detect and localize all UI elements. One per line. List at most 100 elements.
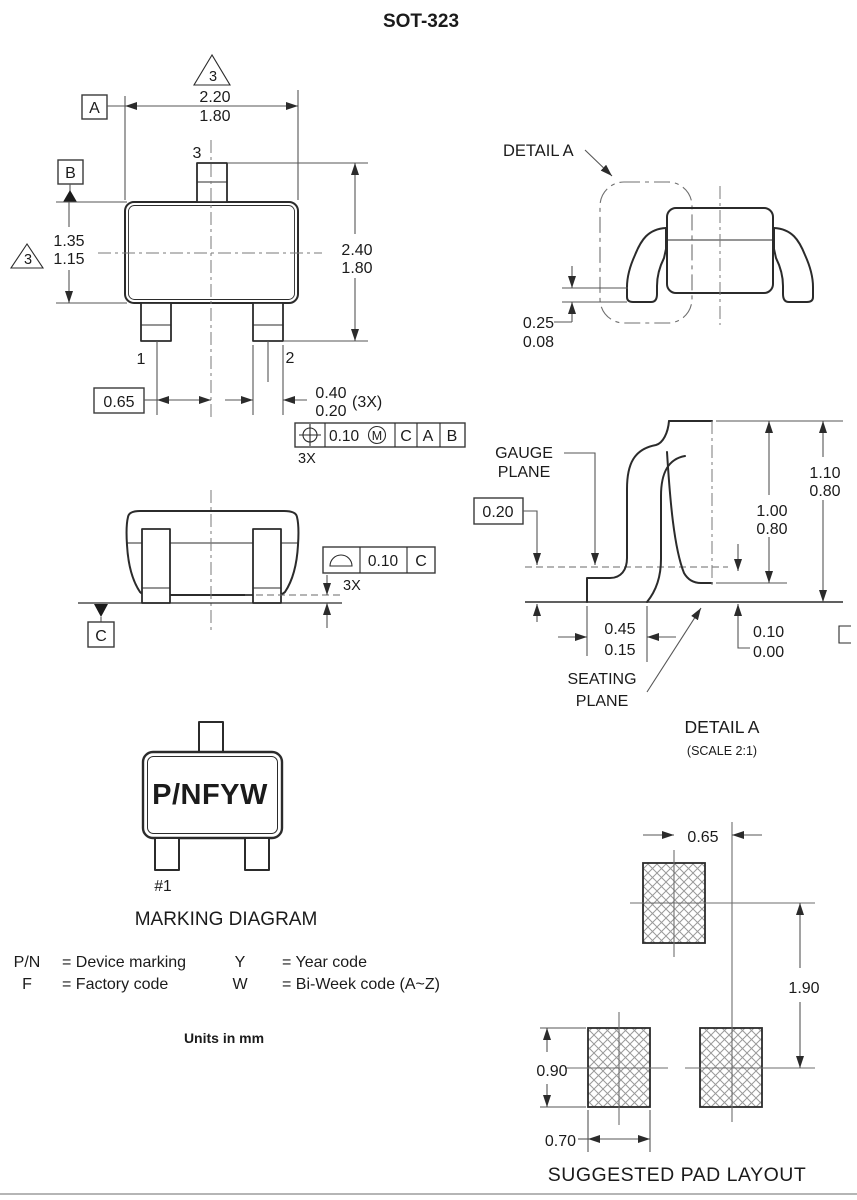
fcf-qty: 3X: [298, 451, 316, 467]
marking-diagram-caption: MARKING DIAGRAM: [135, 909, 318, 930]
leader: [523, 510, 538, 543]
dim-leadw-min: 0.20: [315, 403, 346, 420]
surface-profile-symbol-icon: [329, 554, 353, 567]
detail-a-caption: DETAIL A: [685, 717, 760, 737]
dim-min-standoff-min: 0.00: [753, 644, 784, 661]
front-view: C 0.10 C 3X: [78, 490, 436, 648]
fcf-datum-3: B: [447, 428, 458, 445]
pad-layout-caption: SUGGESTED PAD LAYOUT: [548, 1164, 807, 1186]
datum-a-box: [81, 94, 108, 120]
package-body-inner-line: [147, 756, 278, 834]
profile-fcf: 0.10 C 3X: [322, 546, 436, 594]
fcf-modifier: M: [372, 429, 382, 443]
revision-flag-triangle-icon: [193, 53, 231, 86]
detail-a-view: GAUGE PLANE 0.20 1.00 0.80 1.10 0.80 0.4…: [473, 420, 851, 758]
page-title: SOT-323: [383, 11, 459, 32]
legend-term: F: [22, 976, 32, 993]
fcf-datum-1: C: [400, 428, 412, 445]
fcf-datum-2: A: [423, 428, 434, 445]
dim-pad-height: 0.90: [536, 1063, 567, 1080]
legend-term: Y: [235, 954, 246, 971]
dim-pad-pitch-half: 0.65: [687, 829, 718, 846]
detail-a-scale-note: (SCALE 2:1): [687, 744, 757, 758]
pin2-lead: [252, 302, 284, 342]
pin1-lead: [154, 837, 180, 871]
lead-outer-profile: [586, 420, 670, 603]
revision-flag-note: 3: [209, 69, 217, 85]
legend-term: W: [232, 976, 248, 993]
fcf-frame: [322, 546, 436, 574]
gauge-plane-label: GAUGE: [495, 445, 553, 462]
datum-a-label: A: [89, 100, 100, 117]
dim-leadw-qty: (3X): [352, 394, 382, 411]
dim-standoff-min: 0.08: [523, 334, 554, 351]
revision-flag-triangle-icon: [9, 243, 45, 269]
package-body-outline: [141, 750, 284, 840]
leader: [737, 620, 750, 649]
marking-diagram: P/NFYW #1 MARKING DIAGRAM P/N = Device m…: [14, 721, 440, 1046]
dim-bodyh-max: 1.35: [53, 233, 84, 250]
dim-width-max: 2.20: [199, 89, 230, 106]
dim-terminal-min: 0.80: [756, 521, 787, 538]
dim-foot-min: 0.15: [604, 642, 635, 659]
detail-a-leader: [584, 149, 613, 177]
dim-min-standoff-max: 0.10: [753, 624, 784, 641]
dim-totalh-min: 1.80: [341, 260, 372, 277]
legend-def: = Year code: [282, 954, 367, 971]
gullwing-lead-left: [626, 227, 667, 303]
gauge-plane-leader: [564, 452, 596, 547]
top-view: 3 2.20 1.80 A B 1.35 1.15 3 3: [9, 53, 466, 467]
marking-code: P/NFYW: [152, 779, 268, 811]
lead-inner-profile: [646, 455, 686, 603]
pin2-lead: [244, 837, 270, 871]
terminal-back-profile: [666, 451, 713, 584]
legend-def: = Device marking: [62, 954, 186, 971]
mmc-modifier-icon: [367, 425, 387, 445]
revision-flag-note: 3: [24, 252, 32, 268]
fcf-qty: 3X: [343, 578, 361, 594]
pin3-lead: [198, 721, 224, 753]
dim-standoff-max: 0.25: [523, 315, 554, 332]
pin3-number: 3: [193, 145, 202, 162]
lead-left: [141, 528, 171, 604]
datum-c-label: C: [95, 628, 107, 645]
pin1-lead: [140, 302, 172, 342]
seating-plane-label: SEATING: [567, 671, 636, 688]
dim-bodyh-min: 1.15: [53, 251, 84, 268]
fcf-datum: C: [415, 553, 427, 570]
seating-plane-leader: [646, 607, 702, 693]
dim-gauge-height: 0.20: [482, 504, 513, 521]
dim-row-spacing: 1.90: [788, 980, 819, 997]
dim-terminal-max: 1.00: [756, 503, 787, 520]
datum-b-triangle-icon: [63, 190, 77, 202]
gullwing-lead-right: [773, 227, 814, 303]
dim-leadh-min: 0.80: [809, 483, 840, 500]
legend-def: = Factory code: [62, 976, 168, 993]
basic-dim-box: [93, 387, 145, 414]
position-fcf: 0.10 M C A B 3X: [294, 422, 466, 467]
units-note: Units in mm: [184, 1030, 264, 1046]
legend-term: P/N: [14, 954, 41, 971]
detail-a-boundary: [599, 181, 693, 324]
detail-a-callout-label: DETAIL A: [503, 142, 574, 160]
dim-totalh-max: 2.40: [341, 242, 372, 259]
dim-width-min: 1.80: [199, 108, 230, 125]
datum-b-label: B: [65, 165, 76, 182]
side-elevation-view: DETAIL A 0.25 0.08: [503, 142, 814, 351]
datum-c-box: [87, 621, 115, 648]
dim-pad-width: 0.70: [545, 1133, 576, 1150]
legend-def: = Bi-Week code (A~Z): [282, 976, 440, 993]
fcf-tolerance: 0.10: [368, 553, 399, 570]
basic-dim-box: [473, 497, 524, 525]
pin1-indicator: #1: [154, 878, 171, 895]
marking-legend: P/N = Device marking Y = Year code F = F…: [14, 954, 440, 993]
gauge-plane-label: PLANE: [498, 464, 550, 481]
pin1-number: 1: [137, 351, 146, 368]
datum-c-triangle-icon: [94, 604, 108, 617]
fcf-tolerance: 0.10: [329, 428, 360, 445]
seating-plane-label: PLANE: [576, 693, 628, 710]
pad-layout-view: 0.65 1.90 0.90 0.70 SUGGESTED PAD LAYOUT: [536, 822, 820, 1186]
dim-pitch: 0.65: [103, 394, 134, 411]
lead-right: [252, 528, 282, 604]
